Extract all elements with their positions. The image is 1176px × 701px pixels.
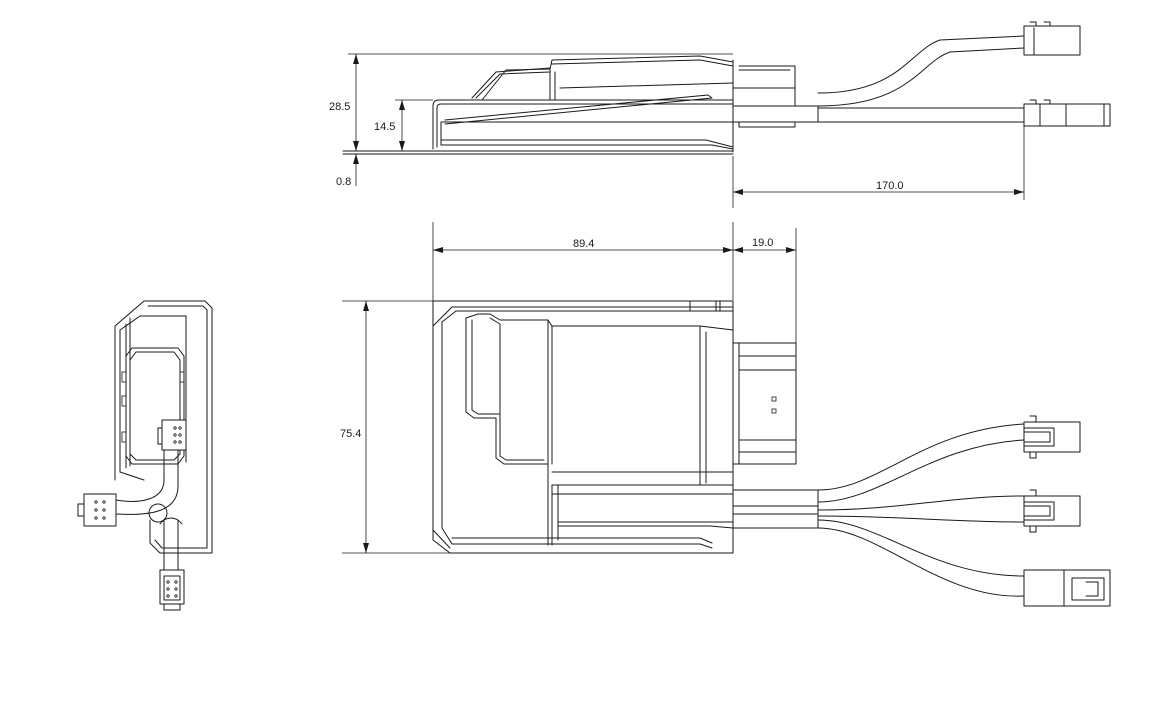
dim-label-height-total: 28.5 (329, 101, 350, 113)
dim-label-cable-length: 170.0 (876, 180, 904, 192)
dim-body-length: 89.4 (432, 222, 734, 302)
end-view (77, 300, 213, 611)
dim-label-connector-depth: 19.0 (752, 237, 773, 249)
dim-height-total: 28.5 (329, 53, 733, 151)
dim-cable-length: 170.0 (732, 126, 1025, 208)
side-elevation-view (342, 21, 1111, 155)
dim-body-width: 75.4 (340, 300, 450, 554)
dim-label-base-thickness: 0.8 (336, 176, 351, 188)
dim-label-height-body: 14.5 (374, 121, 395, 133)
dim-base-thickness: 0.8 (336, 154, 359, 188)
dim-connector-depth: 19.0 (733, 228, 797, 345)
dim-label-body-width: 75.4 (340, 428, 361, 440)
dim-label-body-length: 89.4 (573, 238, 594, 250)
plan-view (432, 300, 1111, 607)
dim-height-body: 14.5 (374, 99, 433, 151)
